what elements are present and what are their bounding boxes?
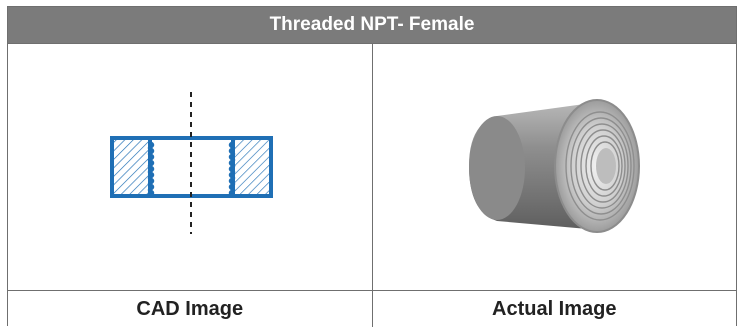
female-npt-coupling-photo — [468, 99, 640, 233]
actual-image-cell — [371, 44, 737, 290]
fitting-table: Threaded NPT- Female — [7, 6, 737, 327]
right-thread-profile — [228, 140, 236, 198]
cad-section-drawing — [110, 92, 273, 234]
caption-row: CAD Image Actual Image — [8, 291, 736, 327]
table-title: Threaded NPT- Female — [8, 7, 736, 44]
right-wall-section — [231, 136, 273, 198]
image-row — [8, 44, 736, 291]
internal-threads — [564, 111, 635, 221]
cad-image-cell — [8, 44, 372, 290]
left-wall-section — [110, 136, 152, 198]
cad-image-caption: CAD Image — [136, 297, 244, 320]
left-thread-profile — [147, 140, 155, 198]
actual-image-caption: Actual Image — [371, 291, 737, 327]
